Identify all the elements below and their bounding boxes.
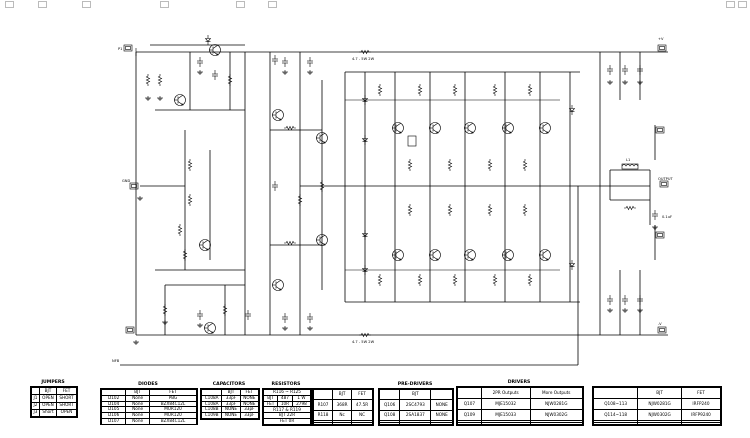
corner-mark (236, 1, 245, 8)
zobel-label: 0.1uF (662, 215, 672, 219)
corner-mark (5, 1, 14, 8)
corner-mark (738, 1, 747, 8)
neg-supply-label: -V (658, 322, 662, 326)
drivers-title: DRIVERS (507, 380, 531, 385)
output-connector-top (655, 126, 665, 134)
capacitors-title: CAPACITORS (212, 382, 246, 387)
corner-mark (726, 1, 735, 8)
input-label: P1 (118, 47, 122, 51)
nfb-label: NFB (112, 359, 120, 363)
bottom-resistor-label: 4.7 - 5W 2W (352, 340, 375, 344)
thermal-sensor (407, 135, 417, 147)
jumpers-title: JUMPERS (41, 380, 65, 385)
resistors-title: RESISTORS (271, 382, 301, 387)
pos-supply-label: +V (658, 37, 664, 41)
output-label: OUTPUT (658, 177, 673, 181)
inductor-label: L1 (626, 158, 630, 162)
pos-supply-connector (657, 44, 667, 52)
diodes-title: DIODES (138, 382, 158, 387)
input-connector (123, 44, 133, 52)
top-resistor-label: 4.7 - 5W 2W (352, 57, 375, 61)
output-connector (659, 180, 669, 188)
output-connector-bottom (655, 231, 665, 239)
gnd-label: GND (122, 179, 130, 183)
predrivers-title: PRE-DRIVERS (397, 382, 433, 387)
inductor (621, 163, 639, 170)
corner-mark (160, 1, 169, 8)
feedback-connector (125, 326, 135, 334)
corner-mark (82, 1, 91, 8)
corner-mark (38, 1, 47, 8)
gnd-connector (129, 182, 139, 190)
corner-mark (268, 1, 277, 8)
neg-supply-connector (657, 326, 667, 334)
